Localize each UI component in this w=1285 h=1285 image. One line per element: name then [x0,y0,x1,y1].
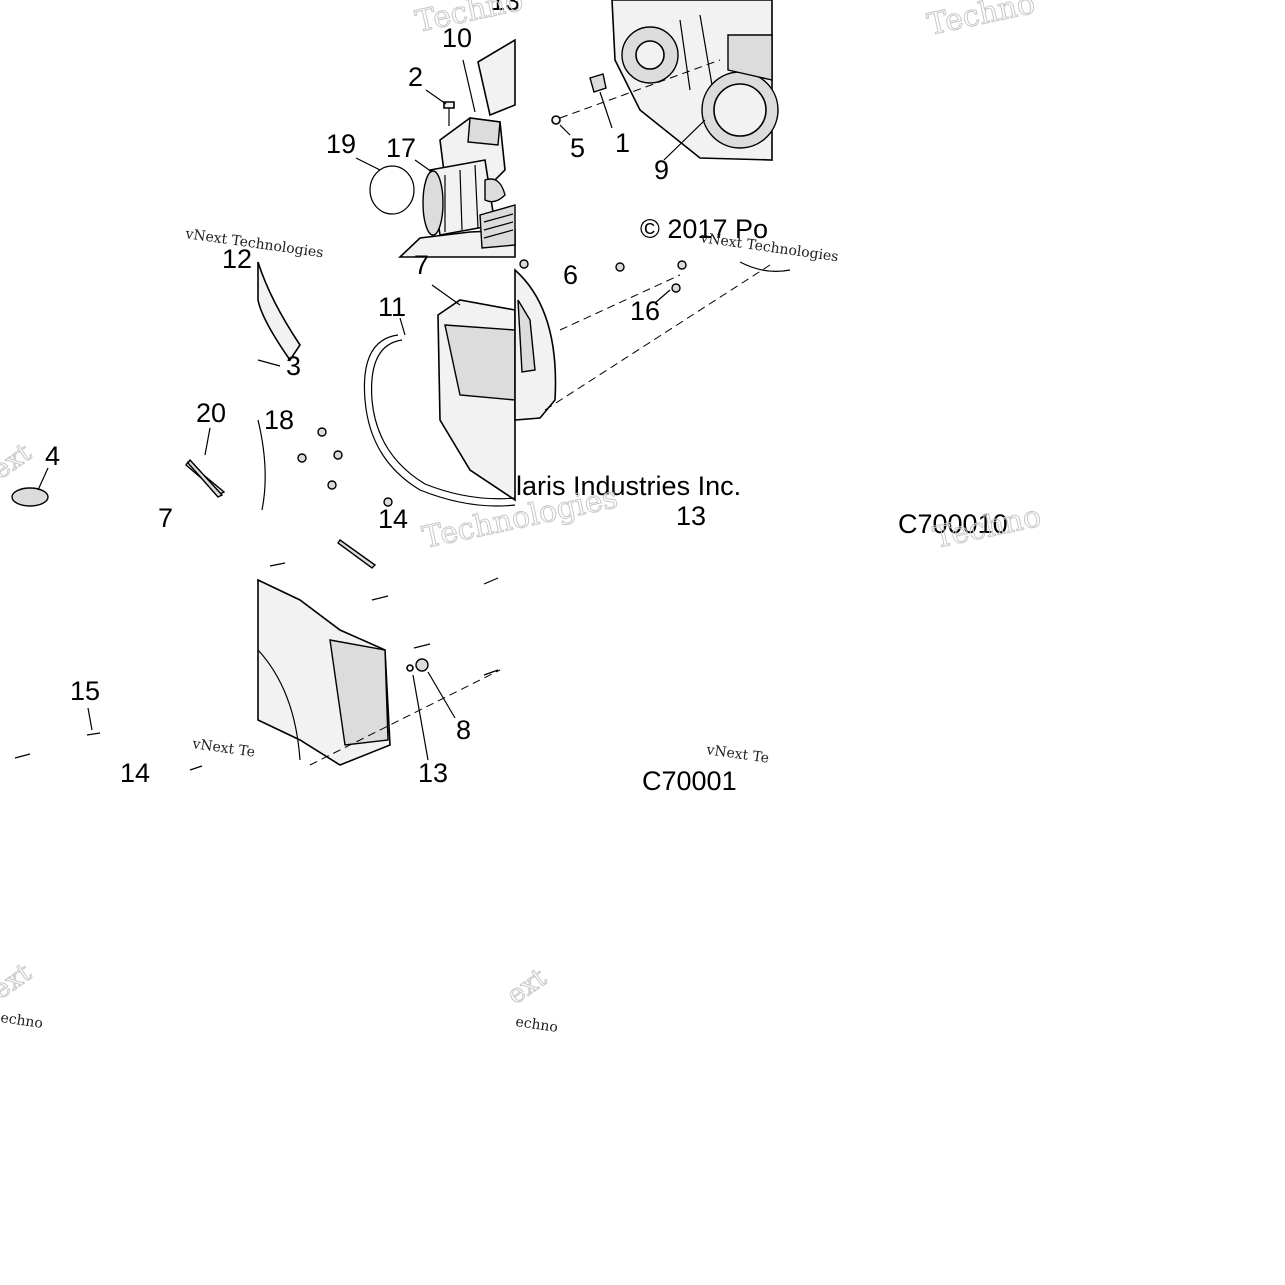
watermark-echno-left: echno [0,1010,44,1032]
watermark-vnext-4: vNext Te [704,742,770,767]
label-13-top: 13 [490,0,520,16]
label-16: 16 [630,296,660,326]
watermark-echno-mid: echno [514,1014,558,1036]
label-11: 11 [378,292,406,322]
label-6: 6 [563,260,578,290]
label-19: 19 [326,129,356,159]
label-7-partial: 7 [158,503,173,533]
watermark-techno-right: Techno [924,0,1038,43]
watermark-techno-code: Techno [930,499,1044,556]
label-18: 18 [264,405,294,435]
label-20: 20 [196,398,226,428]
diagram-code-partial: C70001 [642,766,737,796]
label-9: 9 [654,155,669,185]
watermark-ext-bottom-left: ext [0,958,38,1006]
watermark-ext-left: ext [0,438,38,486]
tile-cover-bolts [514,259,771,421]
part-number-labels: 1 2 3 4 5 6 7 8 9 10 11 12 13 14 15 16 1… [45,0,706,788]
label-15: 15 [70,676,100,706]
label-13-partial: 13 [676,501,706,531]
tile-inner-cover [257,284,516,511]
tile-outer-cover [551,0,779,161]
label-4: 4 [45,441,60,471]
label-8: 8 [456,715,471,745]
tile-lower-cover [257,539,501,766]
company-text: laris Industries Inc. [516,471,741,501]
copyright-text: © 2017 Po [640,214,768,244]
watermark-ext-bottom-mid: ext [502,963,553,1011]
label-17: 17 [386,133,416,163]
label-2: 2 [408,62,423,92]
label-14-partial: 14 [120,758,150,788]
lower-bolts [269,562,499,676]
bolt-cluster [297,427,393,507]
watermark-vnext-2: vNext Technologies [698,230,839,265]
diagram-code: C700010 [898,509,1008,539]
tile-left-bolts [14,707,203,771]
label-3: 3 [286,351,301,381]
label-13: 13 [418,758,448,788]
watermark-vnext-1: vNext Technologies [183,226,324,261]
label-12: 12 [222,244,252,274]
watermark-vnext-3: vNext Te [190,736,256,761]
label-10: 10 [442,23,472,53]
label-14: 14 [378,504,408,534]
label-7: 7 [414,250,429,280]
tile-intake-duct [355,38,516,258]
tile-left-parts [11,261,301,507]
watermarks: Techno Techno Technologies Techno vNext … [0,0,1045,1036]
label-5: 5 [570,133,585,163]
label-1: 1 [615,128,630,158]
